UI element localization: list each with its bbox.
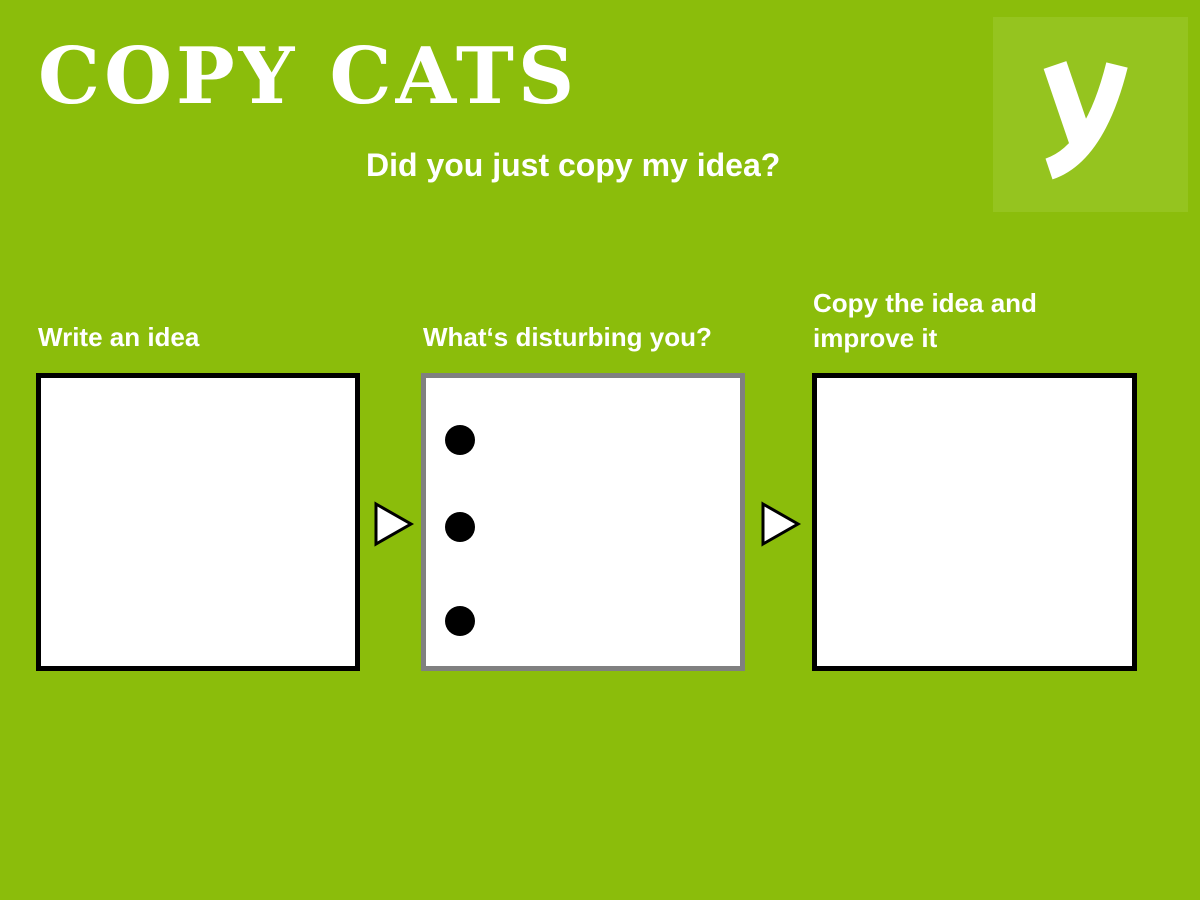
idea-box[interactable]	[36, 373, 360, 671]
page-title: COPY CATS	[38, 31, 579, 122]
triangle-arrow-right-icon	[374, 501, 415, 547]
logo	[993, 17, 1188, 212]
bullet-dot-icon	[445, 425, 475, 455]
improved-idea-box[interactable]	[812, 373, 1137, 671]
step-label-write-idea: Write an idea	[38, 322, 200, 352]
step-label-disturbing: What‘s disturbing you?	[423, 322, 712, 352]
subtitle: Did you just copy my idea?	[366, 147, 781, 183]
disturbing-box[interactable]	[421, 373, 745, 671]
bullet-dot-icon	[445, 512, 475, 542]
bullet-dot-icon	[445, 606, 475, 636]
y-logo-icon	[1043, 61, 1128, 180]
triangle-arrow-right-icon	[761, 501, 802, 547]
step-label-copy-improve: Copy the idea and improve it	[813, 288, 1037, 353]
